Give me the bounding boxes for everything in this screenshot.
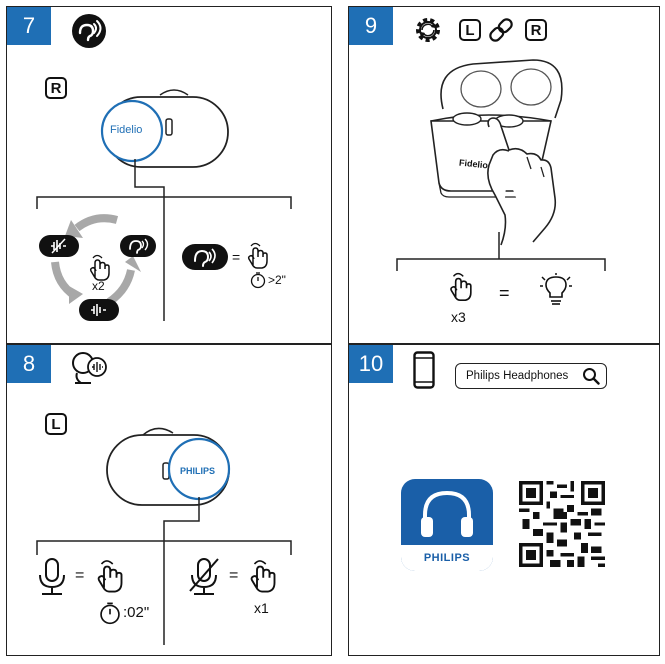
step-10-panel: 10 Philips Headphones PHILIPS (348, 344, 660, 656)
left-earbud-key: L (45, 413, 67, 435)
step-number-10: 10 (349, 345, 393, 383)
search-icon[interactable] (582, 367, 600, 385)
ambient-mode-icon (120, 235, 156, 257)
earbud-brand-label: PHILIPS (180, 466, 216, 476)
qr-code (519, 481, 605, 567)
app-brand-label: PHILIPS (401, 545, 493, 571)
connector-lines (396, 232, 606, 271)
tap-icon (247, 242, 268, 269)
equals-sign: = (499, 283, 510, 303)
hold-duration-label: >2" (268, 273, 286, 287)
tap-icon (250, 560, 276, 593)
right-earbud-key: R (525, 19, 547, 41)
app-store-search-field[interactable]: Philips Headphones (455, 363, 607, 389)
left-earbud-illustration (106, 427, 231, 506)
left-earbud-key: L (459, 19, 481, 41)
microphone-icon (39, 558, 65, 595)
microphone-muted-icon (189, 558, 219, 595)
link-icon (489, 18, 513, 42)
connector-lines (36, 497, 292, 645)
step-8-panel: 8 L PHILIPS = :02" = (6, 344, 332, 656)
tap-count-label: x1 (254, 600, 269, 616)
search-query-text: Philips Headphones (466, 370, 569, 382)
connector-lines (36, 159, 292, 321)
noise-cancel-mode-icon (79, 299, 119, 321)
lightbulb-icon (540, 273, 572, 305)
tap-count-label: x2 (92, 279, 105, 293)
voice-assistant-icon (72, 352, 107, 384)
step-9-panel: 9 L R Fidelio x3 = (348, 6, 660, 344)
equals-sign: = (232, 249, 241, 265)
charging-case-illustration (430, 59, 563, 246)
headphones-icon (421, 490, 473, 537)
equals-sign: = (229, 567, 239, 584)
philips-app-icon[interactable]: PHILIPS (401, 479, 493, 571)
ambient-sound-icon (72, 14, 106, 48)
tap-icon (97, 560, 123, 593)
step-number-9: 9 (349, 7, 393, 45)
right-earbud-key: R (45, 77, 67, 99)
settings-gear-icon (416, 18, 440, 42)
timer-icon (100, 602, 120, 625)
step-7-panel: 7 R Fidelio (6, 6, 332, 344)
ambient-mode-icon-large (182, 244, 228, 270)
noise-off-mode-icon (39, 235, 79, 257)
step-number-8: 8 (7, 345, 51, 383)
timer-icon (250, 272, 266, 289)
smartphone-icon (413, 351, 435, 389)
earbud-brand-label: Fidelio (110, 124, 143, 136)
equals-sign: = (75, 567, 85, 584)
hold-duration-label: :02" (123, 604, 150, 621)
step-number-7: 7 (7, 7, 51, 45)
right-earbud-illustration (100, 89, 229, 168)
tap-icon (89, 254, 110, 281)
tap-icon (450, 272, 472, 301)
tap-count-label: x3 (451, 309, 466, 325)
